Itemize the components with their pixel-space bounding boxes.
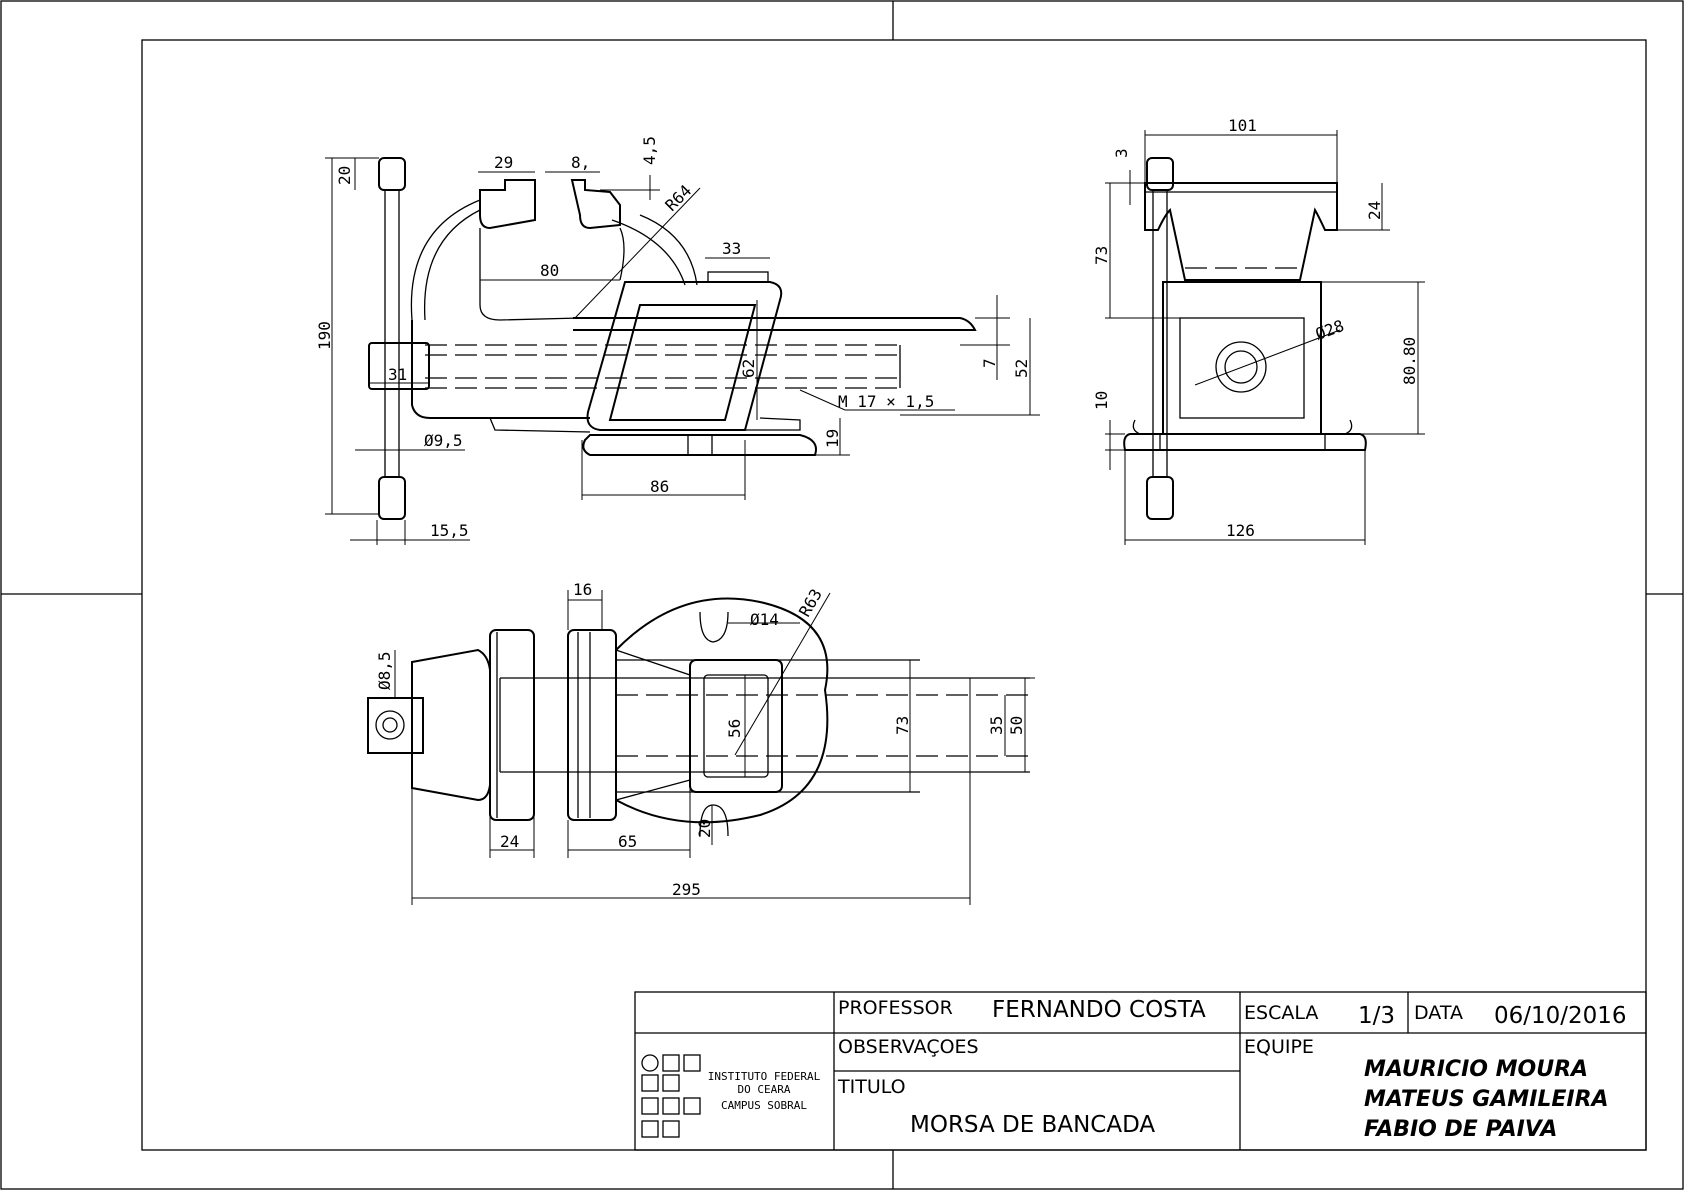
dim-295: 295 (672, 880, 701, 899)
dim-101: 101 (1228, 116, 1257, 135)
date-value: 06/10/2016 (1494, 1003, 1627, 1029)
dim-15-5: 15,5 (430, 521, 469, 540)
dim-10: 10 (1092, 391, 1111, 410)
dim-3: 3 (1112, 148, 1131, 158)
dim-73: 73 (1092, 246, 1111, 265)
dim-24: 24 (1365, 201, 1384, 220)
team-member: MATEUS GAMILEIRA (1364, 1087, 1609, 1112)
dim-14: Ø14 (750, 610, 779, 629)
dim-8-5: Ø8,5 (375, 651, 394, 690)
dim-62: 62 (739, 359, 758, 378)
dim-20: 20 (335, 166, 354, 185)
dim-r64: R64 (661, 181, 695, 215)
dim-50: 50 (1007, 716, 1026, 735)
professor-name: FERNANDO COSTA (992, 997, 1206, 1023)
scale-value: 1/3 (1358, 1003, 1395, 1029)
dim-8: 8, (571, 153, 590, 172)
inner-frame (141, 39, 1647, 1151)
dim-7: 7 (980, 358, 999, 368)
dim-80-80: 80.80 (1400, 337, 1419, 385)
front-view: 101 3 24 73 Ø28 80.80 10 126 (1092, 116, 1425, 545)
date-label: DATA (1414, 1002, 1463, 1024)
dim-28: Ø28 (1313, 316, 1347, 344)
top-view: 16 Ø14 R63 Ø8,5 56 73 35 50 24 65 20 295 (367, 580, 1035, 905)
dim-126: 126 (1226, 521, 1255, 540)
professor-label: PROFESSOR (838, 997, 953, 1019)
dim-thread: M 17 × 1,5 (838, 392, 934, 411)
institute-line1: INSTITUTO FEDERAL (708, 1070, 821, 1083)
dim-31: 31 (388, 365, 407, 384)
dim-16: 16 (573, 580, 592, 599)
institute-line2: DO CEARA (738, 1083, 791, 1096)
dim-80: 80 (540, 261, 559, 280)
team-member: MAURICIO MOURA (1364, 1057, 1588, 1082)
observations-label: OBSERVAÇOES (838, 1036, 979, 1058)
dim-29: 29 (494, 153, 513, 172)
title-label: TITULO (837, 1076, 906, 1098)
institute-logo (641, 1054, 701, 1138)
title-value: MORSA DE BANCADA (910, 1112, 1155, 1138)
title-block: INSTITUTO FEDERAL DO CEARA CAMPUS SOBRAL… (634, 991, 1647, 1151)
scale-label: ESCALA (1244, 1002, 1318, 1024)
team-member: FABIO DE PAIVA (1364, 1117, 1557, 1142)
dim-4-5: 4,5 (640, 136, 659, 165)
team-label: EQUIPE (1244, 1036, 1314, 1058)
dim-73-top: 73 (893, 716, 912, 735)
dim-r63: R63 (795, 585, 826, 620)
institute-line3: CAMPUS SOBRAL (721, 1099, 807, 1112)
dim-9-5: Ø9,5 (424, 431, 463, 450)
dim-190: 190 (315, 321, 334, 350)
dim-52: 52 (1012, 359, 1031, 378)
dim-56: 56 (725, 719, 744, 738)
dim-35: 35 (987, 716, 1006, 735)
dim-33: 33 (722, 239, 741, 258)
dim-86: 86 (650, 477, 669, 496)
dim-20-top: 20 (695, 819, 714, 838)
side-view: 20 190 29 8, 4,5 R64 80 33 31 62 7 52 M … (315, 136, 1040, 545)
dim-65: 65 (618, 832, 637, 851)
dim-19: 19 (823, 429, 842, 448)
dim-24-top: 24 (500, 832, 519, 851)
